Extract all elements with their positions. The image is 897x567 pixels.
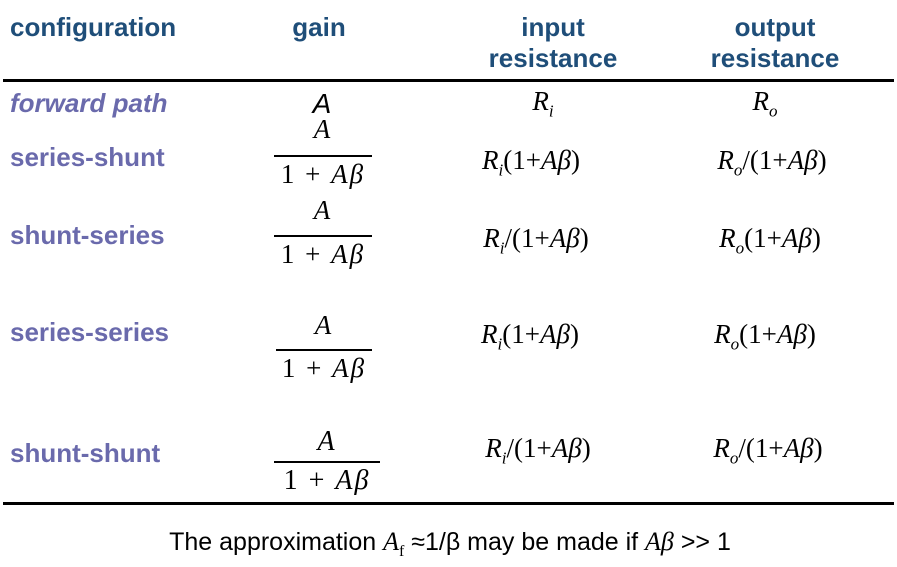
gain-numerator-series-series: A <box>314 310 332 340</box>
formula-variable: Aβ <box>787 145 818 175</box>
resistance-subscript: i <box>548 101 554 121</box>
gain-denominator-series-shunt: 1 + Aβ <box>280 159 366 190</box>
input-header-line2: resistance <box>488 43 618 73</box>
output-header-line2: resistance <box>710 43 840 73</box>
row-label-series-series: series-series <box>10 317 170 347</box>
resistance-subscript: i <box>498 160 504 180</box>
resistance-subscript: o <box>769 101 778 121</box>
input-resistance-shunt-shunt: Ri/(1+Aβ) <box>485 433 591 468</box>
resistance-symbol: R <box>483 223 500 253</box>
formula-open: /(1+ <box>504 223 550 253</box>
footer-divider-rule <box>3 502 894 505</box>
resistance-symbol: R <box>482 145 499 175</box>
input-resistance-series-shunt: Ri(1+Aβ) <box>482 145 580 180</box>
denominator-variable: Aβ <box>331 159 366 189</box>
fraction-bar <box>274 235 372 237</box>
denominator-variable: Aβ <box>331 239 366 269</box>
column-header-gain: gain <box>292 12 346 42</box>
column-header-output-resistance: output resistance <box>711 12 840 74</box>
formula-close: ) <box>569 319 579 349</box>
formula-open: (1+ <box>739 319 777 349</box>
footer-variable-abeta: Aβ <box>645 527 674 556</box>
row-label-shunt-series: shunt-series <box>10 220 165 250</box>
denominator-variable: Aβ <box>335 465 371 496</box>
denominator-variable: Aβ <box>332 353 367 383</box>
gain-denominator-shunt-series: 1 + Aβ <box>280 239 366 270</box>
formula-close: ) <box>570 145 580 175</box>
formula-close: ) <box>806 319 816 349</box>
output-header-line1: output <box>734 12 816 42</box>
formula-open: /(1+ <box>742 145 788 175</box>
formula-variable: Aβ <box>776 319 807 349</box>
input-header-line1: input <box>521 12 585 42</box>
output-resistance-series-shunt: Ro/(1+Aβ) <box>717 145 827 180</box>
column-header-input-resistance: input resistance <box>489 12 618 74</box>
denominator-constant: 1 + <box>280 239 332 269</box>
gain-numerator-shunt-series: A <box>313 195 331 225</box>
formula-variable: Aβ <box>549 223 580 253</box>
fraction-bar <box>276 349 372 351</box>
resistance-subscript: i <box>497 334 503 354</box>
formula-variable: Aβ <box>541 145 571 175</box>
resistance-subscript: o <box>735 238 745 258</box>
formula-open: (1+ <box>503 145 541 175</box>
formula-close: ) <box>811 223 821 253</box>
input-resistance-forward-path: Ri <box>532 86 554 121</box>
input-resistance-shunt-series: Ri/(1+Aβ) <box>483 223 589 258</box>
formula-close: ) <box>579 223 589 253</box>
row-label-series-shunt: series-shunt <box>10 142 165 172</box>
input-resistance-series-series: Ri(1+Aβ) <box>481 319 579 354</box>
resistance-symbol: R <box>714 319 731 349</box>
footer-text-1: The approximation <box>169 528 384 556</box>
footer-variable-af: A <box>383 527 400 556</box>
resistance-subscript: o <box>730 334 740 354</box>
gain-denominator-series-series: 1 + Aβ <box>281 353 367 384</box>
footer-note: The approximation Af ≈1/β may be made if… <box>169 527 731 560</box>
resistance-subscript: o <box>729 448 739 468</box>
footer-subscript-f: f <box>399 543 405 560</box>
resistance-symbol: R <box>752 86 770 116</box>
resistance-subscript: i <box>499 238 505 258</box>
formula-open: /(1+ <box>506 433 552 463</box>
resistance-symbol: R <box>717 145 734 175</box>
formula-open: (1+ <box>502 319 540 349</box>
fraction-bar <box>274 155 372 157</box>
output-resistance-series-series: Ro(1+Aβ) <box>714 319 816 354</box>
column-header-configuration: configuration <box>10 12 177 42</box>
gain-numerator-series-shunt: A <box>313 114 331 144</box>
denominator-constant: 1 + <box>283 465 336 496</box>
row-label-forward-path: forward path <box>10 88 168 118</box>
formula-variable: Aβ <box>540 319 570 349</box>
formula-variable: Aβ <box>551 433 582 463</box>
output-resistance-shunt-shunt: Ro/(1+Aβ) <box>713 433 823 468</box>
resistance-symbol: R <box>485 433 502 463</box>
formula-open: /(1+ <box>738 433 784 463</box>
formula-close: ) <box>581 433 591 463</box>
fraction-bar <box>274 461 380 463</box>
resistance-subscript: i <box>501 448 507 468</box>
header-divider-rule <box>3 79 894 82</box>
formula-variable: Aβ <box>783 433 814 463</box>
resistance-symbol: R <box>481 319 498 349</box>
formula-close: ) <box>817 145 827 175</box>
gain-denominator-shunt-shunt: 1 + Aβ <box>283 465 371 497</box>
resistance-symbol: R <box>713 433 730 463</box>
formula-open: (1+ <box>744 223 782 253</box>
gain-numerator-shunt-shunt: A <box>317 426 335 457</box>
output-resistance-forward-path: Ro <box>752 86 778 121</box>
resistance-subscript: o <box>733 160 743 180</box>
gain-forward-path: A <box>312 88 332 119</box>
formula-variable: Aβ <box>781 223 812 253</box>
footer-text-2: ≈1/β may be made if <box>404 528 646 556</box>
denominator-constant: 1 + <box>280 159 332 189</box>
row-label-shunt-shunt: shunt-shunt <box>10 438 161 468</box>
denominator-constant: 1 + <box>281 353 333 383</box>
resistance-symbol: R <box>719 223 736 253</box>
footer-text-3: >> 1 <box>673 528 731 556</box>
output-resistance-shunt-series: Ro(1+Aβ) <box>719 223 821 258</box>
resistance-symbol: R <box>532 86 549 116</box>
formula-close: ) <box>813 433 823 463</box>
